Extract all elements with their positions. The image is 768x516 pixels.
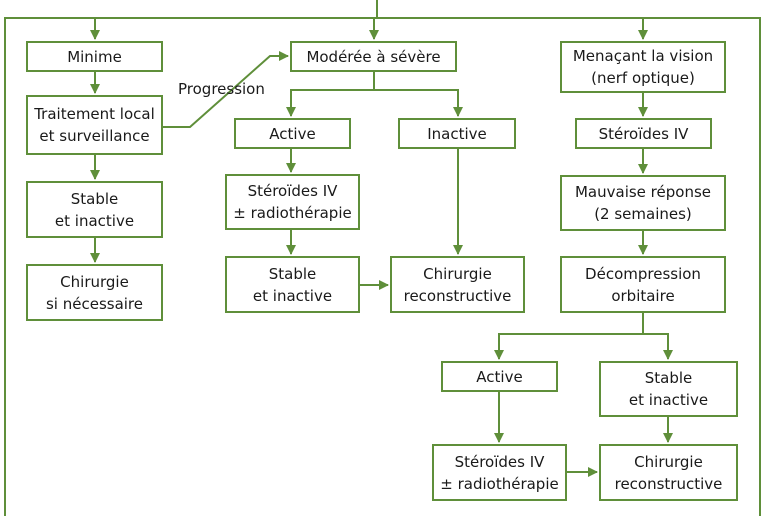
node-chirurgie-reconstructive-bottom: Chirurgie reconstructive [599, 444, 738, 501]
connector-progression [163, 51, 289, 128]
node-chirurgie-reconstructive-bottom-line-1: Chirurgie [634, 452, 703, 471]
node-chirurgie-reconstructive-middle: Chirurgie reconstructive [390, 256, 525, 313]
node-active-bottom-line-1: Active [476, 367, 523, 386]
node-traitement-local-line-2: et surveillance [39, 127, 150, 145]
node-steroides-radiotherapie-middle-line-2: ± radiothérapie [233, 204, 352, 222]
node-chirurgie-si-necessaire-line-2: si nécessaire [45, 294, 144, 313]
node-stable-inactive-bottom-line-1: Stable [644, 369, 693, 387]
edge-label-progression: Progression [178, 80, 265, 98]
node-moderee-severe: Modérée à sévère [290, 41, 457, 72]
node-decompression-orbitaire-line-1: Décompression [585, 264, 701, 283]
node-decompression-orbitaire-line-2: orbitaire [611, 286, 675, 305]
node-steroides-radiotherapie-bottom-line-1: Stéroïdes IV [454, 452, 545, 471]
connector-outer-frame [4, 17, 761, 516]
node-menacant-vision-line-2: (nerf optique) [591, 69, 695, 87]
connector-decompression-to-stable [643, 333, 673, 360]
node-decompression-orbitaire: Décompression orbitaire [560, 256, 726, 313]
node-stable-inactive-middle: Stable et inactive [225, 256, 360, 313]
node-stable-inactive-left-line-2: et inactive [54, 211, 135, 230]
node-stable-inactive-bottom-line-2: et inactive [628, 391, 709, 409]
node-stable-inactive-bottom: Stable et inactive [599, 361, 738, 417]
connector-moderee-to-inactive [374, 89, 463, 117]
node-mauvaise-reponse: Mauvaise réponse (2 semaines) [560, 175, 726, 231]
node-menacant-vision: Menaçant la vision (nerf optique) [560, 41, 726, 93]
node-stable-inactive-middle-line-1: Stable [268, 264, 317, 283]
node-active-middle: Active [234, 118, 351, 149]
node-stable-inactive-middle-line-2: et inactive [252, 286, 333, 305]
node-mauvaise-reponse-line-1: Mauvaise réponse [574, 183, 711, 201]
connector-moderee-split [286, 72, 375, 117]
node-moderee-severe-line-1: Modérée à sévère [306, 47, 441, 66]
connector-decompression-split [494, 313, 644, 360]
node-traitement-local-line-1: Traitement local [34, 105, 155, 123]
node-inactive-line-1: Inactive [427, 124, 487, 143]
node-steroides-iv: Stéroïdes IV [575, 118, 712, 149]
node-mauvaise-reponse-line-2: (2 semaines) [594, 205, 692, 223]
node-steroides-radiotherapie-middle: Stéroïdes IV ± radiothérapie [225, 174, 360, 230]
node-steroides-iv-line-1: Stéroïdes IV [598, 124, 689, 143]
node-stable-inactive-left: Stable et inactive [26, 181, 163, 238]
node-chirurgie-si-necessaire: Chirurgie si nécessaire [26, 264, 163, 321]
node-minime-line-1: Minime [67, 47, 122, 66]
node-inactive: Inactive [398, 118, 516, 149]
node-active-middle-line-1: Active [269, 124, 316, 143]
node-steroides-radiotherapie-bottom-line-2: ± radiothérapie [440, 474, 559, 493]
node-menacant-vision-line-1: Menaçant la vision [572, 47, 714, 65]
node-stable-inactive-left-line-1: Stable [70, 189, 119, 208]
node-traitement-local: Traitement local et surveillance [26, 95, 163, 155]
node-chirurgie-reconstructive-middle-line-2: reconstructive [403, 286, 512, 305]
node-chirurgie-reconstructive-bottom-line-2: reconstructive [614, 474, 723, 493]
node-minime: Minime [26, 41, 163, 72]
node-steroides-radiotherapie-middle-line-1: Stéroïdes IV [247, 182, 338, 200]
node-active-bottom: Active [441, 361, 558, 392]
node-chirurgie-reconstructive-middle-line-1: Chirurgie [423, 264, 492, 283]
node-chirurgie-si-necessaire-line-1: Chirurgie [60, 272, 129, 291]
node-steroides-radiotherapie-bottom: Stéroïdes IV ± radiothérapie [432, 444, 567, 501]
